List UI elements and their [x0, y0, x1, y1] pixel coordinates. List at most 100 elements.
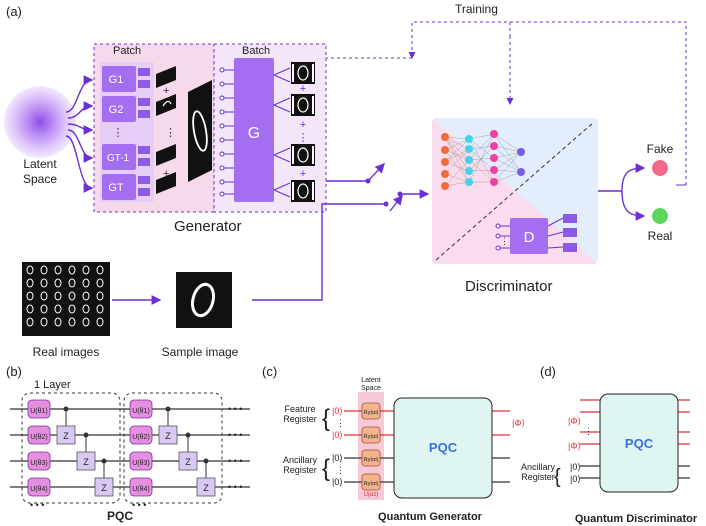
svg-text:{: { [554, 466, 561, 488]
svg-text:Z: Z [83, 457, 89, 467]
qg-pqc-label: PQC [429, 440, 458, 455]
svg-text:|0⟩: |0⟩ [570, 474, 581, 484]
sample-image [176, 272, 232, 328]
svg-text:U(θ3): U(θ3) [132, 460, 150, 467]
discriminator-title: Discriminator [465, 278, 553, 295]
svg-text:{: { [322, 405, 330, 432]
training-loop-line [408, 21, 687, 185]
qg-pqc-box [393, 397, 493, 499]
qg-latent-label-2: Space [361, 385, 381, 392]
fake-label: Fake [647, 142, 674, 156]
discriminator-box: D ⋮ [432, 118, 598, 264]
svg-text:Z: Z [63, 431, 69, 441]
subgen-box [102, 144, 136, 170]
svg-text:+: + [300, 119, 306, 131]
svg-text:• • •: • • • [228, 482, 242, 492]
qg-latent-label-1: Latent [361, 377, 381, 384]
svg-text:Ry(αi): Ry(αi) [364, 457, 379, 463]
pqc-caption: PQC [107, 509, 133, 523]
subgen-dots: ⋮ [113, 127, 124, 139]
svg-text:U(θ2): U(θ2) [132, 434, 150, 441]
svg-text:⋮: ⋮ [298, 132, 309, 144]
svg-text:• • •: • • • [30, 500, 44, 510]
patch-strips: + + ⋮ [156, 66, 212, 194]
svg-text:⋮: ⋮ [165, 127, 176, 139]
qd-pqc-label: PQC [625, 436, 654, 451]
svg-text:Ry(αi): Ry(αi) [364, 410, 379, 416]
svg-text:|0⟩: |0⟩ [332, 477, 343, 487]
panel-b-label: (b) [6, 364, 22, 379]
svg-text:{: { [322, 455, 330, 482]
svg-text:U(θ4): U(θ4) [30, 486, 48, 493]
latent-space-label-1: Latent [23, 157, 57, 171]
qg-phi-label: |Φ⟩ [512, 418, 525, 428]
to-real-line [621, 190, 646, 221]
pqc-layer: U(θ1) U(θ2) U(θ3) U(θ4) Z Z Z [129, 399, 216, 497]
layer-box [21, 392, 121, 504]
layer-box [123, 392, 223, 504]
training-label: Training [455, 2, 498, 16]
subgen-label: G1 [109, 74, 124, 86]
svg-text:U(θ4): U(θ4) [132, 486, 150, 493]
rotation-gates: Ry(αi) Ry(αi) Ry(αi) Ry(αi) [361, 402, 381, 491]
subgen-label: GT-1 [107, 153, 130, 164]
qd-pqc-box [599, 393, 679, 493]
svg-text:|0⟩: |0⟩ [332, 406, 343, 416]
svg-text:Z: Z [165, 431, 171, 441]
latent-arrows [65, 75, 94, 193]
switch-lever [389, 194, 403, 212]
latent-space-label-2: Space [23, 172, 57, 186]
svg-text:⋮: ⋮ [336, 418, 345, 428]
svg-text:• • •: • • • [228, 430, 242, 440]
svg-text:+: + [163, 168, 169, 180]
svg-text:|0⟩: |0⟩ [332, 453, 343, 463]
svg-text:Z: Z [101, 483, 107, 493]
svg-text:U(θ2): U(θ2) [30, 434, 48, 441]
generator-title: Generator [174, 218, 242, 235]
subgen-column: G1 G2 ⋮ GT-1 GT [100, 62, 154, 202]
svg-text:|0⟩: |0⟩ [570, 462, 581, 472]
latent-space-circle [4, 86, 76, 158]
panel-c-label: (c) [262, 364, 277, 379]
subgen-label: GT [108, 182, 124, 194]
svg-text:⋮: ⋮ [336, 465, 345, 475]
real-label: Real [648, 229, 673, 243]
svg-text:⋮: ⋮ [500, 236, 509, 246]
layer-label: 1 Layer [34, 379, 71, 391]
qd-caption: Quantum Discriminator [575, 513, 698, 525]
svg-text:+: + [300, 168, 306, 180]
subgen-label: G2 [109, 104, 124, 116]
svg-text:U(θ1): U(θ1) [132, 408, 150, 415]
svg-text:• • •: • • • [132, 500, 146, 510]
subgen-box [102, 174, 136, 200]
u-alpha-label: U(αz) [364, 492, 379, 498]
svg-text:Z: Z [185, 457, 191, 467]
continuation-dots: • • • • • • • • • • • • • • • • • • [30, 404, 242, 510]
qg-caption: Quantum Generator [378, 511, 483, 523]
pqc-layer: U(θ1) U(θ2) U(θ3) U(θ4) Z Z Z [27, 399, 114, 497]
svg-text:Ry(αi): Ry(αi) [364, 481, 379, 487]
qd-phi-label: |Φ⟩ [568, 416, 581, 426]
qd-phi-label: |Φ⟩ [568, 441, 581, 451]
real-path-line [252, 203, 386, 301]
real-output-circle [652, 208, 668, 224]
patch-label: Patch [113, 45, 141, 57]
ancillary-register-label-1: Ancillary [283, 455, 318, 465]
feature-register-label-1: Feature [284, 404, 315, 414]
svg-text:• • •: • • • [228, 404, 242, 414]
ancillary-register-label-2: Register [283, 465, 317, 475]
qd-ancillary-label-2: Register [521, 472, 555, 482]
panel-a-label: (a) [6, 4, 22, 19]
svg-text:U(θ3): U(θ3) [30, 460, 48, 467]
qd-ancillary-label-1: Ancillary [521, 462, 556, 472]
subgen-box [102, 96, 136, 122]
real-images-label: Real images [33, 345, 100, 359]
batch-label: Batch [242, 45, 270, 57]
to-fake-line [621, 163, 646, 192]
feature-register-label-2: Register [283, 414, 317, 424]
svg-text:⋮: ⋮ [584, 426, 593, 436]
svg-text:• • •: • • • [228, 456, 242, 466]
svg-text:Ry(αi): Ry(αi) [364, 434, 379, 440]
sample-image-label: Sample image [162, 345, 239, 359]
disc-quantum-label: D [524, 229, 535, 246]
